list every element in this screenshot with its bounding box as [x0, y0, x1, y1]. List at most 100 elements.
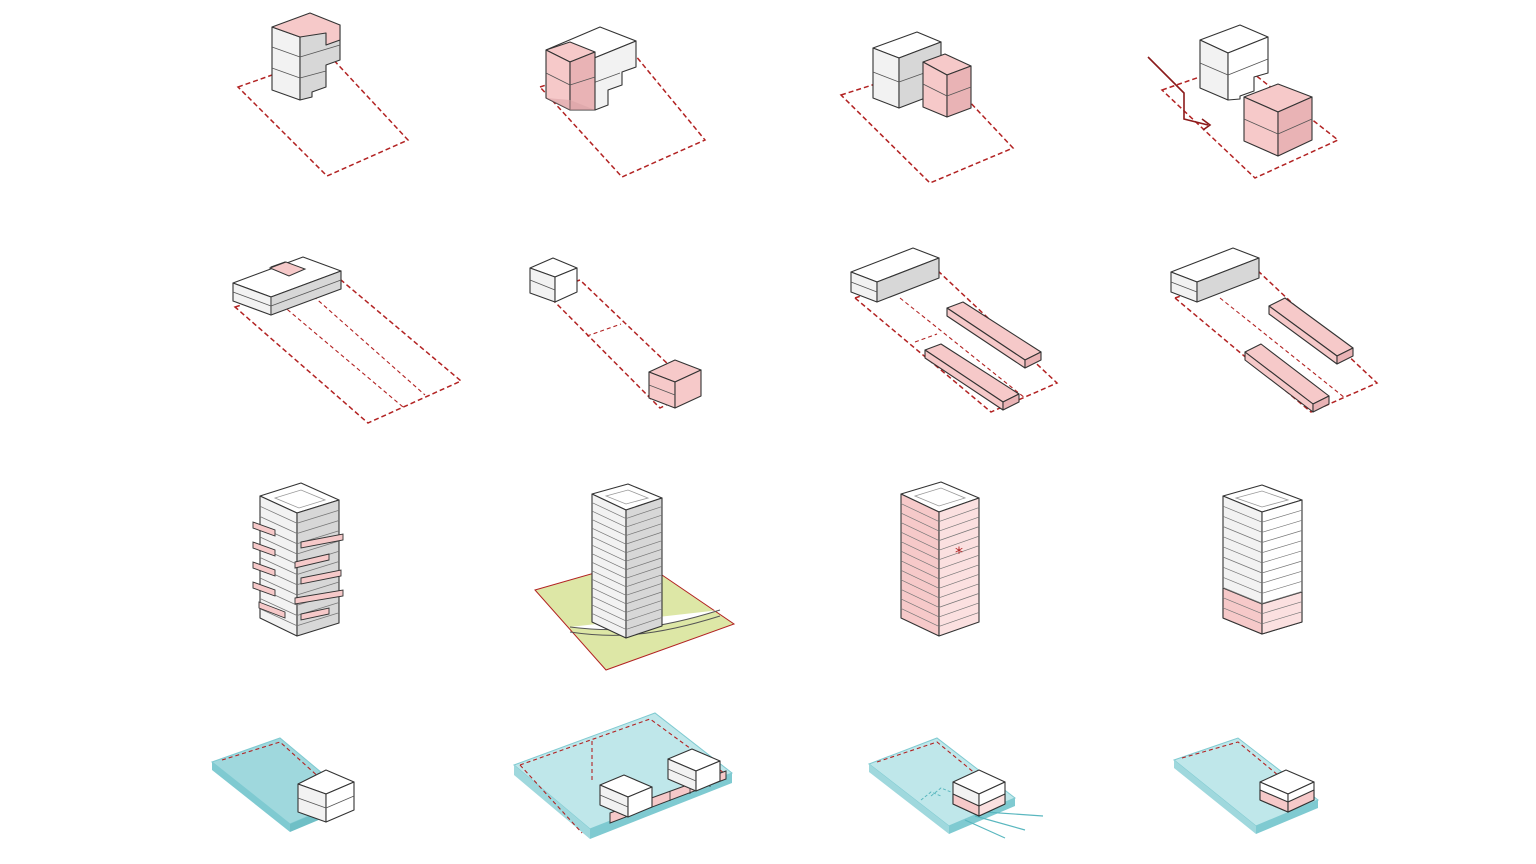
floor-line [296, 561, 340, 575]
floor-line [900, 589, 940, 608]
block-with-two-pink-bars [850, 247, 1059, 413]
floor-line [296, 581, 340, 596]
floor-line [900, 560, 940, 580]
asterisk-mark: * [955, 543, 963, 562]
floor-line [591, 587, 627, 605]
floor-line [900, 503, 940, 522]
floor-line [625, 531, 663, 545]
floor-line [591, 561, 627, 579]
pink-side-volume-on-block [538, 26, 707, 178]
floor-line [259, 577, 298, 596]
floor-line [625, 583, 663, 596]
floor-line [1222, 505, 1263, 523]
floor-line [259, 516, 298, 534]
two-small-blocks-on-site [529, 257, 702, 409]
floor-line [938, 564, 980, 580]
floor-line [900, 531, 940, 551]
floor-line [1261, 530, 1303, 543]
floor-line [1222, 597, 1263, 614]
floor-line [938, 535, 980, 551]
floor-line [591, 510, 627, 528]
floor-line [1222, 607, 1263, 625]
floor-line [625, 565, 663, 579]
floor-line [296, 520, 340, 534]
tower-with-pink-base [1222, 484, 1303, 635]
floor-line [1222, 577, 1263, 594]
floor-line [625, 617, 663, 630]
tower-on-green-ground [534, 483, 736, 671]
floor-line [1222, 587, 1263, 604]
floor-line [259, 557, 298, 575]
floor-line [259, 608, 298, 627]
pink-tower-with-asterisk: * [900, 481, 980, 637]
floor-line [625, 548, 663, 562]
floor-line [1261, 601, 1303, 615]
floor-line [900, 579, 940, 599]
floor-line [938, 545, 980, 561]
floor-line [938, 554, 980, 570]
floor-line [1222, 536, 1263, 553]
floor-line [625, 506, 663, 519]
floor-line [1261, 540, 1303, 554]
floor-line [259, 505, 298, 524]
shifted-pink-volume-with-arrow [1147, 24, 1340, 179]
floor-line [900, 541, 940, 561]
floor-line [296, 509, 340, 524]
pink-attached-volume [839, 31, 1015, 184]
floor-line [900, 569, 940, 589]
floor-line [938, 583, 980, 599]
block-with-two-pink-bars-alt [1170, 247, 1379, 413]
floor-line [900, 598, 940, 618]
floor-line [259, 536, 298, 555]
floor-line [1261, 611, 1303, 625]
floor-line [900, 522, 940, 541]
floor-line [900, 608, 940, 627]
floor-line [1261, 519, 1303, 533]
floor-line [591, 502, 627, 519]
floor-line [1222, 556, 1263, 574]
floor-line [938, 526, 980, 541]
floor-line [1261, 560, 1303, 574]
block-on-water-plate [210, 737, 355, 832]
floor-line [625, 608, 663, 622]
stacked-pink-roof-volume [236, 12, 410, 177]
floor-line [1261, 580, 1303, 594]
floor-line [591, 553, 627, 571]
floor-line [938, 516, 980, 532]
floor-line [938, 593, 980, 608]
block-on-water-plate-with-paths [867, 737, 1044, 839]
floor-line [625, 557, 663, 571]
floor-line [296, 540, 340, 555]
floor-line [591, 519, 627, 536]
floor-line [900, 550, 940, 570]
floor-line [1261, 509, 1303, 523]
floor-line [591, 527, 627, 545]
floor-line [625, 523, 663, 536]
floor-line [900, 512, 940, 532]
pink-block-on-water-plate [1172, 737, 1319, 834]
floor-line [1222, 546, 1263, 564]
floor-line [591, 613, 627, 630]
two-blocks-on-water-plate [513, 712, 733, 839]
floor-line [1222, 566, 1263, 584]
floor-line [591, 536, 627, 553]
floor-line [625, 540, 663, 553]
floor-line [591, 544, 627, 562]
floor-line [296, 612, 340, 627]
floor-line [591, 579, 627, 596]
floor-line [259, 598, 298, 616]
floor-line [625, 600, 663, 613]
floor-line [625, 514, 663, 528]
floor-line [625, 574, 663, 588]
floor-line [1222, 516, 1263, 533]
floor-line [625, 591, 663, 605]
floor-line [1261, 550, 1303, 564]
floor-line [1261, 570, 1303, 584]
floor-line [591, 570, 627, 588]
floor-line [1222, 526, 1263, 543]
floor-line [1261, 591, 1303, 604]
floor-line [938, 612, 980, 627]
floor-line [938, 602, 980, 618]
floor-line [591, 596, 627, 613]
